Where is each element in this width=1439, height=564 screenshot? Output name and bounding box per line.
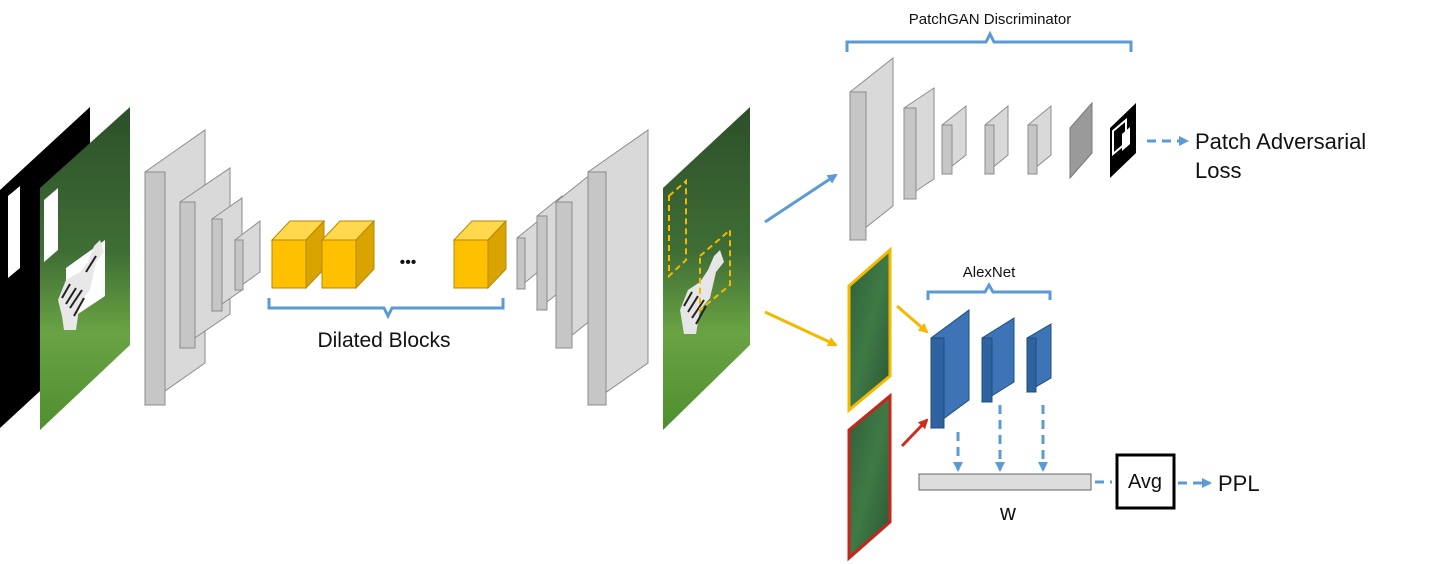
disc-block-1 xyxy=(849,56,894,242)
disc-block-4 xyxy=(984,104,1009,176)
dilated-ellipsis: ••• xyxy=(400,254,417,271)
disc-block-2 xyxy=(903,87,935,200)
w-bar xyxy=(918,473,1092,491)
patchgan-label: PatchGAN Discriminator xyxy=(909,11,1072,28)
patch-loss-label-line1: Patch Adversarial xyxy=(1195,129,1366,154)
alexnet-label: AlexNet xyxy=(963,264,1016,281)
disc-output-map xyxy=(1110,103,1136,178)
w-label: w xyxy=(999,500,1016,525)
patchgan-bracket xyxy=(845,30,1133,52)
crop-real xyxy=(847,392,892,562)
disc-block-5 xyxy=(1027,104,1052,176)
dilated-blocks-bracket xyxy=(267,298,505,320)
encoder-block-4 xyxy=(234,219,261,291)
dilated-block-3 xyxy=(452,219,508,290)
dilated-blocks-label: Dilated Blocks xyxy=(317,329,450,352)
dilated-block-2 xyxy=(320,219,376,290)
alexnet-block-1 xyxy=(930,309,970,429)
avg-box xyxy=(1115,453,1176,510)
arrow-crop-to-alexnet xyxy=(896,304,929,334)
decoder-block-1 xyxy=(516,219,539,291)
zebra-shape xyxy=(58,240,104,330)
disc-block-3 xyxy=(941,104,967,176)
avg-label: Avg xyxy=(1128,471,1162,493)
input-masked-image xyxy=(40,107,130,430)
dilated-block-1 xyxy=(270,219,326,290)
alexnet-bracket xyxy=(926,281,1052,300)
disc-block-6 xyxy=(1069,101,1093,180)
arrow-to-discriminator xyxy=(764,173,838,224)
patch-highlight-1 xyxy=(668,178,687,279)
decoder-block-4 xyxy=(587,129,649,406)
alexnet-block-2 xyxy=(981,317,1015,403)
alexnet-block-3 xyxy=(1026,323,1052,393)
patch-loss-label-line2: Loss xyxy=(1195,158,1241,183)
ppl-label: PPL xyxy=(1218,471,1260,496)
patch-highlight-2 xyxy=(699,227,731,313)
arrow-to-crop xyxy=(764,310,838,347)
arrow-real-to-alexnet xyxy=(900,418,929,448)
output-image xyxy=(663,107,750,430)
crop-generated xyxy=(847,246,892,414)
